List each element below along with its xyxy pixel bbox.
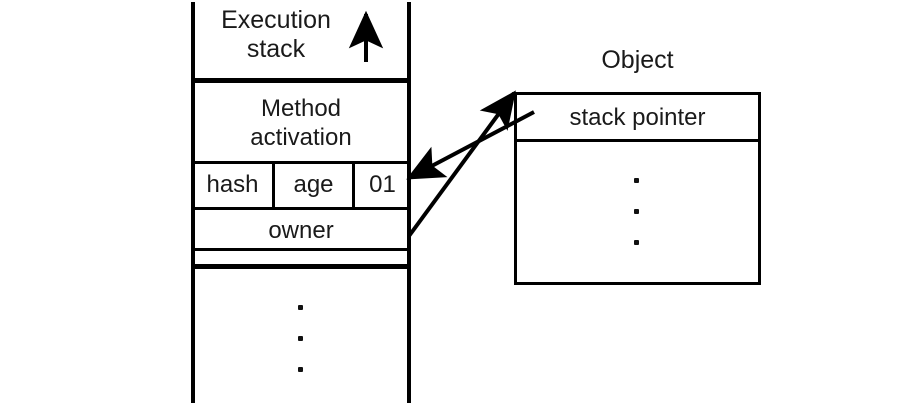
owner-row-bottom-divider [191, 248, 411, 251]
method-activation-bottom-divider [191, 161, 411, 164]
arrow-owner-to-object [407, 90, 516, 238]
object-bottom-border [514, 282, 761, 285]
execution-stack-title-line2: stack [246, 35, 306, 63]
stack-ellipsis-dot-1 [298, 305, 303, 310]
object-header-divider [514, 139, 761, 142]
field-divider-2 [352, 163, 355, 209]
stack-left-rail [191, 2, 195, 403]
object-row-stack-pointer-label: stack pointer [569, 104, 706, 131]
field-hash-label: hash [206, 171, 259, 198]
method-activation-line2: activation [250, 124, 352, 151]
object-ellipsis-dot-3 [634, 240, 639, 245]
object-ellipsis-dot-2 [634, 209, 639, 214]
field-flag-label: 01 [369, 171, 396, 198]
frame-top-divider [191, 78, 411, 83]
field-owner-label: owner [268, 217, 334, 244]
object-title: Object [601, 46, 674, 74]
stack-ellipsis-dot-3 [298, 367, 303, 372]
stack-right-rail [407, 2, 411, 403]
stack-ellipsis-dot-2 [298, 336, 303, 341]
field-age-label: age [293, 171, 334, 198]
execution-stack-title-line1: Execution [221, 6, 331, 34]
object-ellipsis-dot-1 [634, 178, 639, 183]
object-right-border [758, 92, 761, 285]
object-top-border [514, 92, 761, 95]
method-activation-line1: Method [260, 95, 342, 122]
field-divider-1 [272, 163, 275, 209]
field-row-bottom-divider [191, 207, 411, 210]
frame-bottom-divider [191, 264, 411, 269]
